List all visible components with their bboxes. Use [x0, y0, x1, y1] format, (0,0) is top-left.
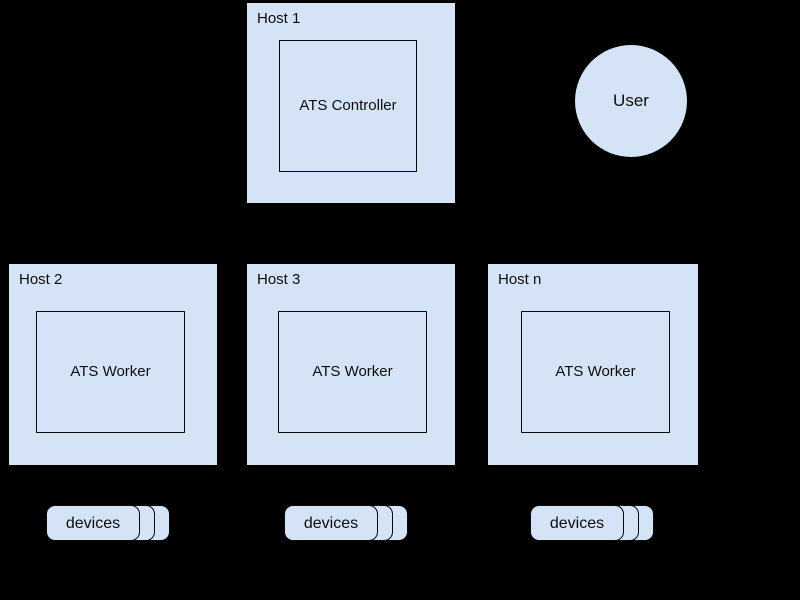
devices-stack-host2[interactable]: devices [46, 505, 170, 543]
component-box-ats-worker-2[interactable]: ATS Worker [36, 311, 185, 433]
host-label-hostn: Host n [498, 271, 542, 288]
component-box-ats-worker-n[interactable]: ATS Worker [521, 311, 670, 433]
devices-card-front[interactable]: devices [530, 505, 624, 541]
devices-stack-hostn[interactable]: devices [530, 505, 654, 543]
devices-label-hostn: devices [549, 514, 605, 532]
component-label-ats-worker-n: ATS Worker [555, 363, 636, 380]
devices-card-front[interactable]: devices [46, 505, 140, 541]
devices-label-host2: devices [65, 514, 121, 532]
component-label-ats-worker-3: ATS Worker [312, 363, 393, 380]
host-label-host3: Host 3 [257, 271, 301, 288]
devices-label-host3: devices [303, 514, 359, 532]
devices-card-front[interactable]: devices [284, 505, 378, 541]
host-box-host3[interactable]: Host 3 ATS Worker [247, 264, 455, 465]
host-box-hostn[interactable]: Host n ATS Worker [488, 264, 698, 465]
component-box-ats-worker-3[interactable]: ATS Worker [278, 311, 427, 433]
actor-user[interactable]: User [575, 45, 687, 157]
devices-stack-host3[interactable]: devices [284, 505, 408, 543]
host-label-host2: Host 2 [19, 271, 63, 288]
host-label-host1: Host 1 [257, 10, 301, 27]
host-box-host1[interactable]: Host 1 ATS Controller [247, 3, 455, 203]
actor-label-user: User [613, 91, 649, 110]
host-box-host2[interactable]: Host 2 ATS Worker [9, 264, 217, 465]
component-label-ats-controller: ATS Controller [299, 97, 397, 114]
component-label-ats-worker-2: ATS Worker [70, 363, 151, 380]
component-box-ats-controller[interactable]: ATS Controller [279, 40, 417, 172]
